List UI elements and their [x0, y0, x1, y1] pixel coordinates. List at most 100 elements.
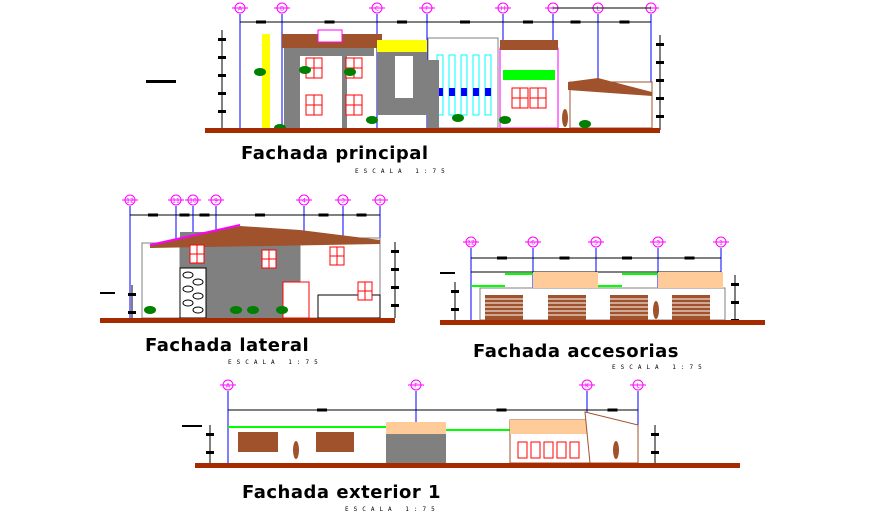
title-fachada-principal: Fachada principal: [241, 143, 429, 164]
lateral-left-wall: [141, 242, 181, 319]
principal-garage-roof: [568, 78, 652, 96]
principal-axis-label: C: [375, 6, 379, 13]
lateral-plant: [144, 306, 156, 314]
principal-plant: [452, 114, 464, 122]
exterior-window: [556, 441, 567, 459]
accesorias-dimension-text: [451, 308, 459, 311]
lateral-plant: [247, 306, 259, 314]
principal-dimension-text: [218, 74, 226, 77]
lateral-ground-line: [100, 318, 395, 323]
lateral-dimension-text: [128, 311, 136, 314]
principal-column: [484, 54, 492, 116]
lateral-dimension-text: [128, 293, 136, 296]
principal-dimension-text: [656, 115, 664, 118]
principal-stone-column: [427, 60, 439, 130]
principal-roof-sign: [317, 29, 343, 43]
exterior-dimension-text: [317, 408, 327, 412]
principal-axis-label: B: [280, 6, 284, 13]
exterior-dimension-text: [206, 433, 214, 436]
principal-dimension-text: [218, 38, 226, 41]
principal-dimension-text: [256, 20, 266, 24]
principal-plant: [254, 68, 266, 76]
principal-column-base: [437, 88, 443, 96]
lateral-axis-label: 10: [189, 198, 197, 205]
exterior-central-roof: [386, 422, 446, 434]
principal-plant: [299, 66, 311, 74]
principal-column-base: [485, 88, 491, 96]
principal-column: [448, 54, 456, 116]
exterior-axis-label: A: [226, 383, 231, 390]
lateral-stone: [192, 292, 204, 300]
principal-plant: [499, 116, 511, 124]
exterior-window: [530, 441, 541, 459]
exterior-window: [517, 441, 528, 459]
principal-axis-label: L: [596, 6, 600, 13]
principal-dimension-text: [656, 79, 664, 82]
principal-dimension-text: [523, 20, 533, 24]
principal-ground-line: [205, 128, 660, 133]
lateral-plant: [230, 306, 242, 314]
lateral-axis-label: 9: [214, 198, 218, 205]
accesorias-dimension-text: [497, 256, 507, 260]
accesorias-dimension-text: [684, 256, 695, 260]
exterior-ground-line: [195, 463, 740, 468]
accesorias-dimension-text: [559, 256, 570, 260]
accesorias-tile-roof: [533, 272, 598, 288]
lateral-axis-label: 4: [302, 198, 306, 205]
accesorias-axis-label: 12: [467, 240, 475, 247]
lateral-dimension-text: [255, 213, 265, 217]
principal-dimension-text: [218, 56, 226, 59]
principal-dimension-text: [218, 110, 226, 113]
exterior-window: [569, 441, 580, 459]
principal-dimension-text: [324, 20, 335, 24]
lateral-level-marker: [100, 292, 115, 294]
exterior-person: [613, 441, 619, 459]
exterior-dimension-text: [607, 408, 618, 412]
principal-dimension-text: [460, 20, 470, 24]
lateral-door: [282, 281, 310, 319]
principal-column-base: [449, 88, 455, 96]
principal-column-base: [461, 88, 467, 96]
accesorias-dimension-text: [731, 301, 739, 304]
accesorias-axis-label: 1: [719, 240, 723, 247]
lateral-dimension-text: [148, 213, 158, 217]
exterior-right-roof: [510, 420, 590, 434]
principal-dimension-text: [397, 20, 407, 24]
principal-east-wing: [499, 47, 559, 129]
lateral-stone: [182, 299, 194, 307]
exterior-dimension-text: [496, 408, 507, 412]
principal-person: [562, 109, 568, 127]
principal-dimension-text: [656, 43, 664, 46]
accesorias-axis-label: 5: [594, 240, 598, 247]
principal-level-marker: [146, 80, 176, 83]
scale-fachada-accesorias: ESCALA 1:75: [612, 364, 707, 371]
lateral-axis-label: 12: [126, 198, 134, 205]
principal-dimension-text: [656, 61, 664, 64]
title-fachada-accesorias: Fachada accesorias: [473, 341, 679, 362]
lateral-dimension-text: [318, 213, 329, 217]
accesorias-axis-label: 6: [531, 240, 535, 247]
lateral-stone: [192, 306, 204, 314]
exterior-dimension-text: [651, 433, 659, 436]
exterior-window: [543, 441, 554, 459]
principal-dimension-text: [218, 92, 226, 95]
exterior-level-marker: [182, 425, 202, 427]
scale-fachada-principal: ESCALA 1:75: [355, 168, 450, 175]
principal-axis-label: H: [501, 6, 506, 13]
accesorias-dimension-text: [451, 290, 459, 293]
lateral-dimension-text: [391, 250, 399, 253]
accesorias-tile-roof: [658, 272, 723, 288]
principal-yellow-wall-edge: [262, 34, 270, 129]
lateral-axis-label: 11: [172, 198, 180, 205]
lateral-stone: [182, 271, 194, 279]
principal-dimension-text: [570, 20, 581, 24]
principal-balcony-rail: [503, 70, 555, 80]
lateral-stone: [192, 278, 204, 286]
accesorias-dimension-text: [731, 283, 739, 286]
exterior-dimension-text: [206, 451, 214, 454]
title-fachada-exterior-1: Fachada exterior 1: [242, 482, 442, 503]
lateral-dimension-text: [356, 213, 367, 217]
principal-plant: [579, 120, 591, 128]
lateral-stone: [182, 285, 194, 293]
